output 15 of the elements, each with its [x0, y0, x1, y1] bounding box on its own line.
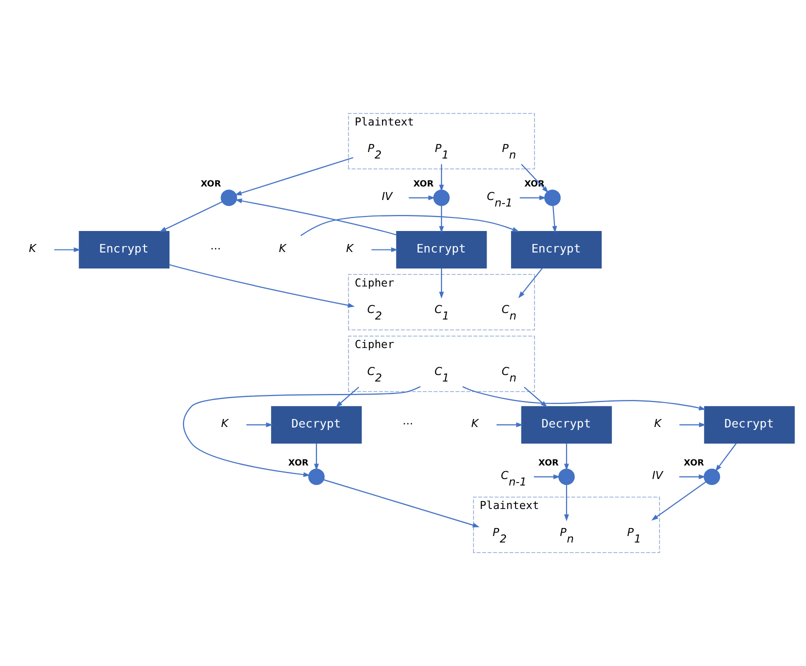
node-text: IV: [652, 468, 663, 482]
node-label: XOR: [684, 458, 704, 469]
node-label: XOR: [200, 180, 221, 190]
node-text: K: [221, 416, 228, 430]
node-label: XOR: [413, 180, 434, 190]
node-text: K: [28, 242, 36, 255]
label: ···: [210, 242, 221, 256]
label: ···: [402, 418, 414, 431]
node-label: XOR: [538, 458, 559, 469]
node-label: XOR: [288, 458, 309, 469]
node-text: K: [654, 416, 662, 430]
node-text: K: [346, 242, 354, 255]
node-text: IV: [382, 190, 392, 203]
node-text: K: [471, 416, 478, 430]
node-text: K: [278, 242, 286, 255]
